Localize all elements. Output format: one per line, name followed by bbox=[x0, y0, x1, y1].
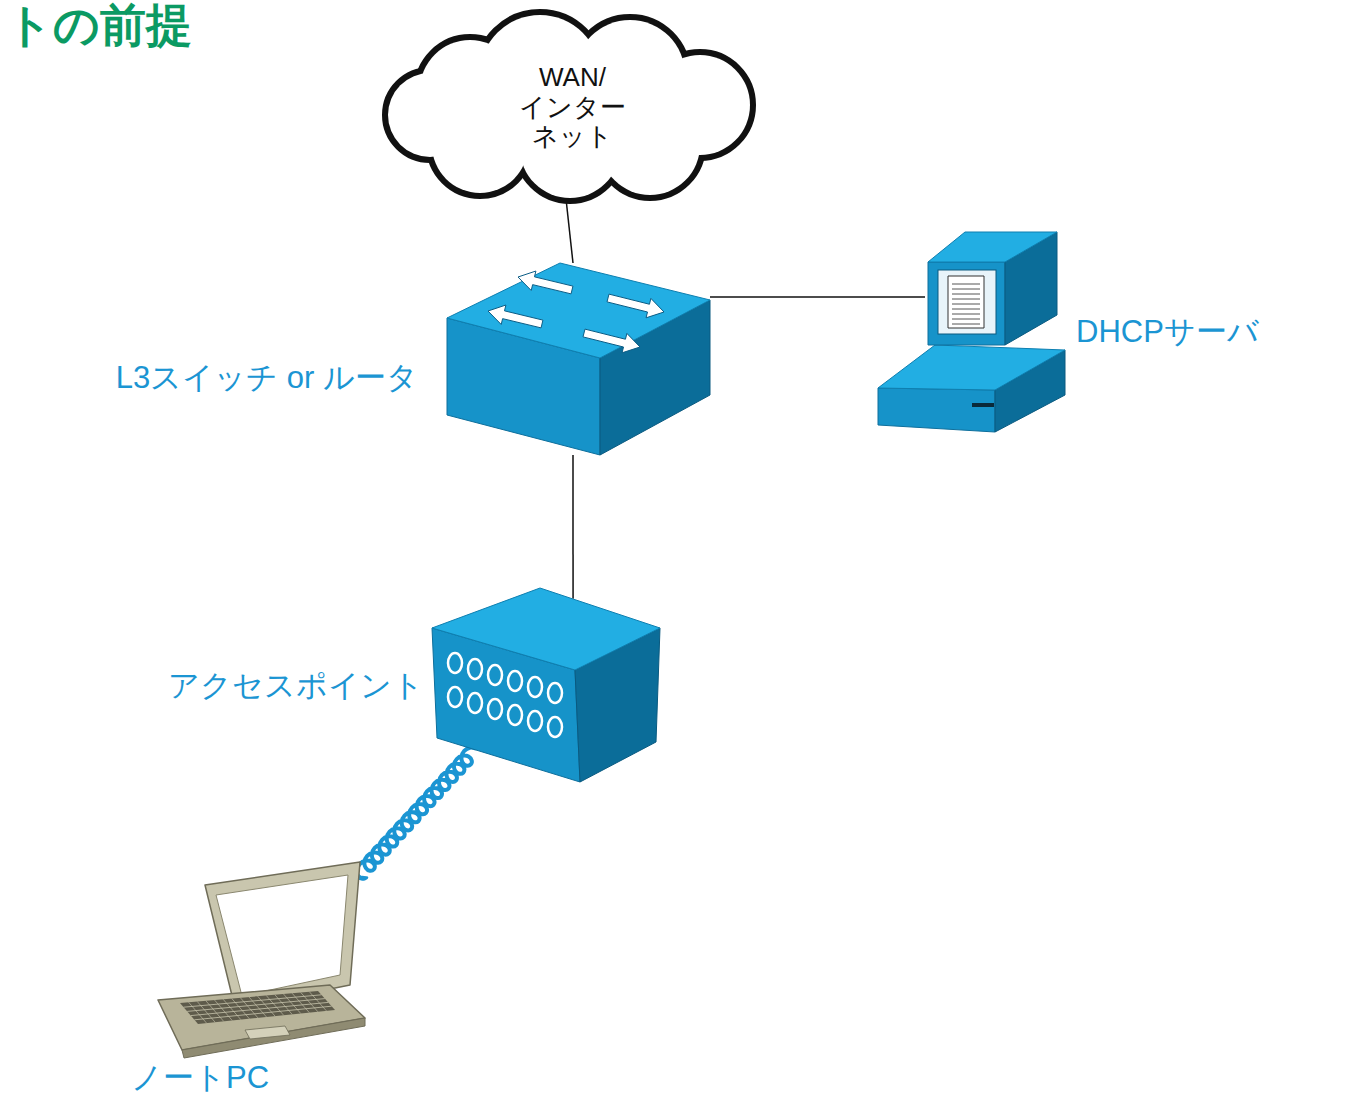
laptop-lid bbox=[205, 862, 360, 1008]
switch-top bbox=[447, 263, 710, 358]
icon-drawing bbox=[430, 585, 660, 782]
server-base-front bbox=[878, 388, 995, 432]
key-column bbox=[206, 1001, 224, 1022]
document-line bbox=[952, 309, 980, 310]
key-column bbox=[189, 1002, 207, 1023]
device-label: アクセスポイント bbox=[168, 668, 424, 704]
touchpad bbox=[245, 1026, 290, 1039]
key-column bbox=[301, 993, 318, 1012]
keyboard bbox=[180, 991, 335, 1024]
screen bbox=[938, 270, 996, 334]
antenna-ring bbox=[488, 665, 502, 685]
switch-node: L3スイッチ or ルータ bbox=[445, 263, 710, 455]
cloud-shape bbox=[388, 15, 750, 198]
switch-icon bbox=[447, 263, 710, 455]
node-text: WAN/ インター ネット bbox=[519, 63, 626, 153]
key-column bbox=[215, 1000, 233, 1021]
antenna-ring bbox=[468, 693, 482, 713]
antenna-ring bbox=[528, 711, 542, 731]
antenna-ring bbox=[508, 671, 522, 691]
antenna-ring bbox=[528, 677, 542, 697]
icon-drawing bbox=[445, 263, 710, 455]
drive-slot bbox=[972, 403, 994, 407]
device-label: ノートPC bbox=[131, 1060, 269, 1096]
network-cable bbox=[710, 296, 925, 298]
laptop-edge bbox=[182, 1018, 365, 1058]
switch-arrow bbox=[583, 329, 640, 353]
document-line bbox=[952, 319, 980, 320]
text-holder: WAN/ インター ネット bbox=[385, 15, 760, 200]
document-line bbox=[952, 324, 980, 325]
document-line bbox=[952, 299, 980, 300]
antenna-ring bbox=[548, 683, 562, 703]
key-column bbox=[232, 999, 250, 1019]
document-line bbox=[952, 294, 980, 295]
icon-drawing bbox=[925, 230, 1065, 430]
antenna-ring bbox=[548, 717, 562, 737]
access-point-icon bbox=[432, 588, 660, 782]
laptop-icon bbox=[158, 862, 365, 1058]
document-line bbox=[952, 289, 980, 290]
laptop-screen bbox=[216, 875, 348, 996]
antenna-ring bbox=[508, 705, 522, 725]
icon-drawing bbox=[155, 858, 367, 1058]
server-node: DHCPサーバ bbox=[925, 230, 1065, 430]
server-icon bbox=[878, 232, 1065, 432]
key-column bbox=[240, 998, 258, 1018]
key-column bbox=[223, 999, 241, 1019]
key-column bbox=[275, 995, 292, 1015]
wireless-link bbox=[356, 748, 476, 879]
key-column bbox=[266, 996, 283, 1016]
access-point-node: アクセスポイント bbox=[430, 585, 660, 782]
key-column bbox=[249, 997, 267, 1017]
switch-arrow bbox=[518, 271, 573, 294]
network-cable bbox=[566, 200, 573, 263]
server-base-top bbox=[878, 345, 1065, 390]
antenna-ring bbox=[448, 687, 462, 707]
antenna-ring bbox=[448, 653, 462, 673]
monitor-top bbox=[928, 232, 1057, 262]
switch-arrow bbox=[488, 305, 543, 328]
switch-arrow bbox=[607, 294, 664, 318]
antenna-ring bbox=[468, 659, 482, 679]
ap-top bbox=[432, 588, 660, 670]
key-column bbox=[284, 994, 301, 1014]
slide-title: トの前提 bbox=[6, 0, 192, 51]
document-line bbox=[952, 284, 980, 285]
key-column bbox=[309, 992, 326, 1011]
key-column bbox=[292, 993, 309, 1012]
cloud-fill bbox=[388, 73, 472, 157]
cloud-node: WAN/ インター ネット bbox=[385, 15, 760, 200]
cloud-outline bbox=[388, 73, 472, 157]
monitor-front bbox=[928, 262, 1005, 345]
device-label: DHCPサーバ bbox=[1076, 314, 1259, 350]
laptop-node: ノートPC bbox=[155, 858, 367, 1058]
key-column bbox=[258, 996, 275, 1016]
document-line bbox=[952, 304, 980, 305]
antenna-ring bbox=[488, 699, 502, 719]
document-line bbox=[952, 314, 980, 315]
device-label: L3スイッチ or ルータ bbox=[116, 360, 418, 396]
network-cable bbox=[572, 455, 574, 599]
document-sheet bbox=[948, 276, 984, 328]
key-column bbox=[197, 1002, 215, 1023]
